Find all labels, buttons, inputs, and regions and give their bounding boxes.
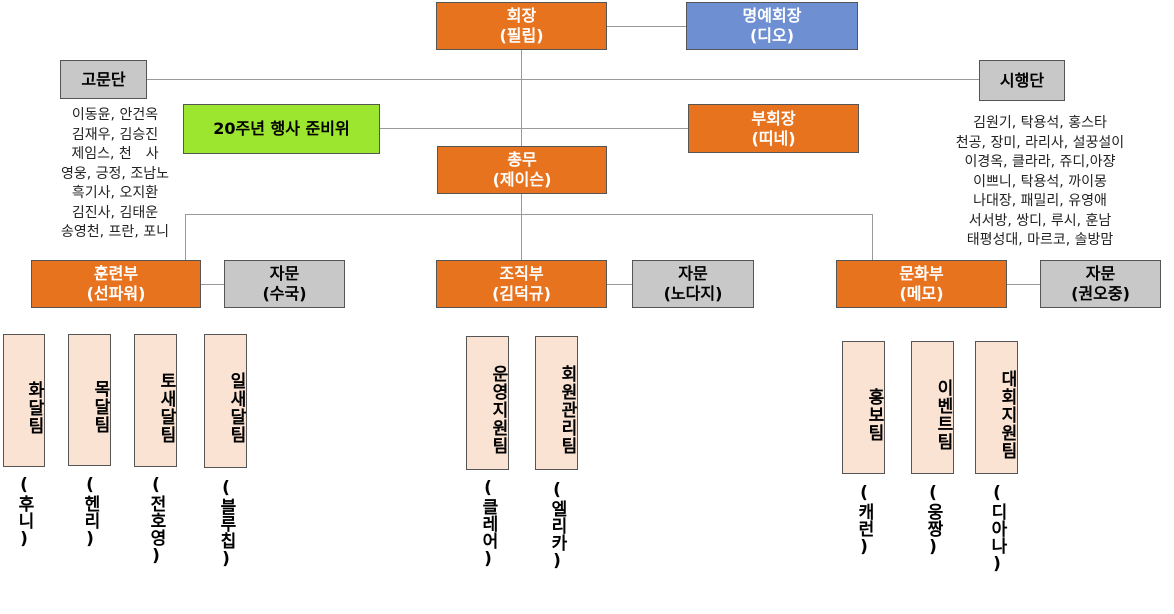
team-name: 운영지원팀 [488, 365, 508, 455]
secretary-name: (제이슨) [492, 170, 552, 189]
executive-member: 김원기, 탁용석, 홍스타 [973, 115, 1107, 131]
honorary-name: (디오) [749, 26, 795, 45]
team-leader: (후니) [14, 475, 34, 549]
dept-title: 문화부 [899, 264, 944, 283]
executive-group-box: 시행단 [979, 60, 1065, 101]
vice-president-name: (띠네) [751, 128, 796, 148]
connector [606, 26, 686, 27]
dept-head: (메모) [899, 284, 944, 303]
team-name: 홍보팀 [864, 387, 884, 442]
advisor-name: (노다지) [663, 284, 723, 303]
advisor-member: 이동윤, 안건옥 [71, 107, 159, 123]
dept-head: (김덕규) [492, 284, 551, 303]
executive-list: 김원기, 탁용석, 홍스타 천공, 장미, 라리사, 설꿍설이 이경옥, 클라라… [925, 114, 1155, 251]
team-name: 일새달팀 [226, 372, 246, 444]
culture-dept-box: 문화부(메모) [836, 260, 1007, 308]
team-box: 일새달팀 [204, 334, 247, 468]
president-title: 회장 [506, 6, 537, 25]
advisor-member: 송영천, 프란, 포니 [61, 224, 169, 240]
connector [379, 128, 688, 129]
executive-member: 서서방, 쌍디, 루시, 훈남 [968, 212, 1112, 229]
anniversary-title: 20주년 행사 준비위 [213, 119, 350, 138]
executive-group-title: 시행단 [999, 70, 1045, 90]
connector [185, 214, 186, 260]
connector [872, 214, 873, 260]
vice-president-box: 부회장(띠네) [688, 104, 859, 153]
connector [200, 284, 224, 285]
team-name: 화달팀 [24, 380, 44, 435]
connector [185, 214, 872, 215]
team-leader: (디아나) [987, 483, 1007, 574]
advisor-member: 영웅, 긍정, 조남노 [61, 165, 169, 182]
anniversary-committee-box: 20주년 행사 준비위 [183, 104, 380, 154]
connector [1006, 284, 1040, 285]
culture-advisor-box: 자문(권오중) [1040, 260, 1161, 308]
advisor-member: 흑기사, 오지환 [71, 185, 159, 201]
dept-head: (선파워) [86, 284, 146, 303]
advisor-name: (수국) [262, 284, 307, 303]
team-box: 화달팀 [3, 334, 45, 467]
executive-member: 천공, 장미, 라리사, 설꿍설이 [955, 134, 1125, 151]
president-name: (필립) [499, 26, 544, 45]
advisor-member: 김진사, 김태운 [71, 204, 159, 221]
advisor-member: 제임스, 천 사 [71, 146, 159, 162]
advisors-list: 이동윤, 안건옥 김재우, 김승진 제임스, 천 사 영웅, 긍정, 조남노 흑… [40, 106, 190, 243]
executive-member: 이쁘니, 탁용석, 까이몽 [973, 173, 1107, 190]
dept-title: 조직부 [499, 264, 544, 283]
team-box: 운영지원팀 [466, 336, 509, 470]
connector [521, 193, 522, 260]
training-advisor-box: 자문(수국) [224, 260, 345, 308]
connector [521, 49, 522, 146]
team-name: 회원관리팀 [557, 365, 577, 455]
advisor-member: 김재우, 김승진 [71, 126, 159, 143]
advisor-title: 자문 [678, 264, 708, 283]
training-dept-box: 훈련부(선파워) [31, 260, 201, 308]
dept-title: 훈련부 [93, 264, 139, 283]
advisors-group-title: 고문단 [81, 69, 126, 89]
executive-member: 이경옥, 클라라, 쥬디,아쟝 [964, 154, 1116, 170]
connector [146, 79, 979, 80]
executive-member: 나대장, 패밀리, 유영애 [973, 193, 1107, 209]
advisor-title: 자문 [269, 264, 300, 283]
team-leader: (캐런) [854, 483, 874, 557]
secretary-box: 총무(제이슨) [437, 146, 607, 194]
organization-dept-box: 조직부(김덕규) [436, 260, 607, 308]
team-leader: (웅짱) [923, 483, 943, 557]
advisor-title: 자문 [1085, 264, 1116, 283]
team-box: 홍보팀 [842, 341, 885, 474]
president-box: 회장(필립) [436, 2, 607, 50]
team-leader: (엘리카) [547, 480, 567, 571]
team-name: 목달팀 [90, 380, 110, 434]
team-box: 이벤트팀 [911, 341, 954, 474]
team-leader: (블루칩) [216, 478, 236, 569]
team-leader: (헨리) [80, 475, 100, 549]
team-leader: (클레어) [478, 478, 498, 569]
team-box: 목달팀 [68, 334, 111, 466]
team-name: 이벤트팀 [933, 378, 953, 451]
vice-president-title: 부회장 [751, 108, 796, 128]
team-name: 대회지원팀 [997, 369, 1017, 460]
organization-advisor-box: 자문(노다지) [632, 260, 754, 308]
team-box: 대회지원팀 [975, 341, 1018, 474]
connector [606, 284, 632, 285]
advisor-name: (권오중) [1071, 284, 1130, 303]
team-leader: (전호영) [146, 475, 166, 566]
secretary-title: 총무 [507, 150, 537, 169]
team-box: 회원관리팀 [535, 336, 578, 470]
team-name: 토새달팀 [156, 371, 176, 444]
executive-member: 태평성대, 마르코, 솔방맘 [966, 232, 1114, 248]
honorary-president-box: 명예회장(디오) [686, 2, 858, 50]
honorary-title: 명예회장 [742, 6, 802, 25]
advisors-group-box: 고문단 [60, 60, 147, 99]
team-box: 토새달팀 [134, 334, 177, 467]
